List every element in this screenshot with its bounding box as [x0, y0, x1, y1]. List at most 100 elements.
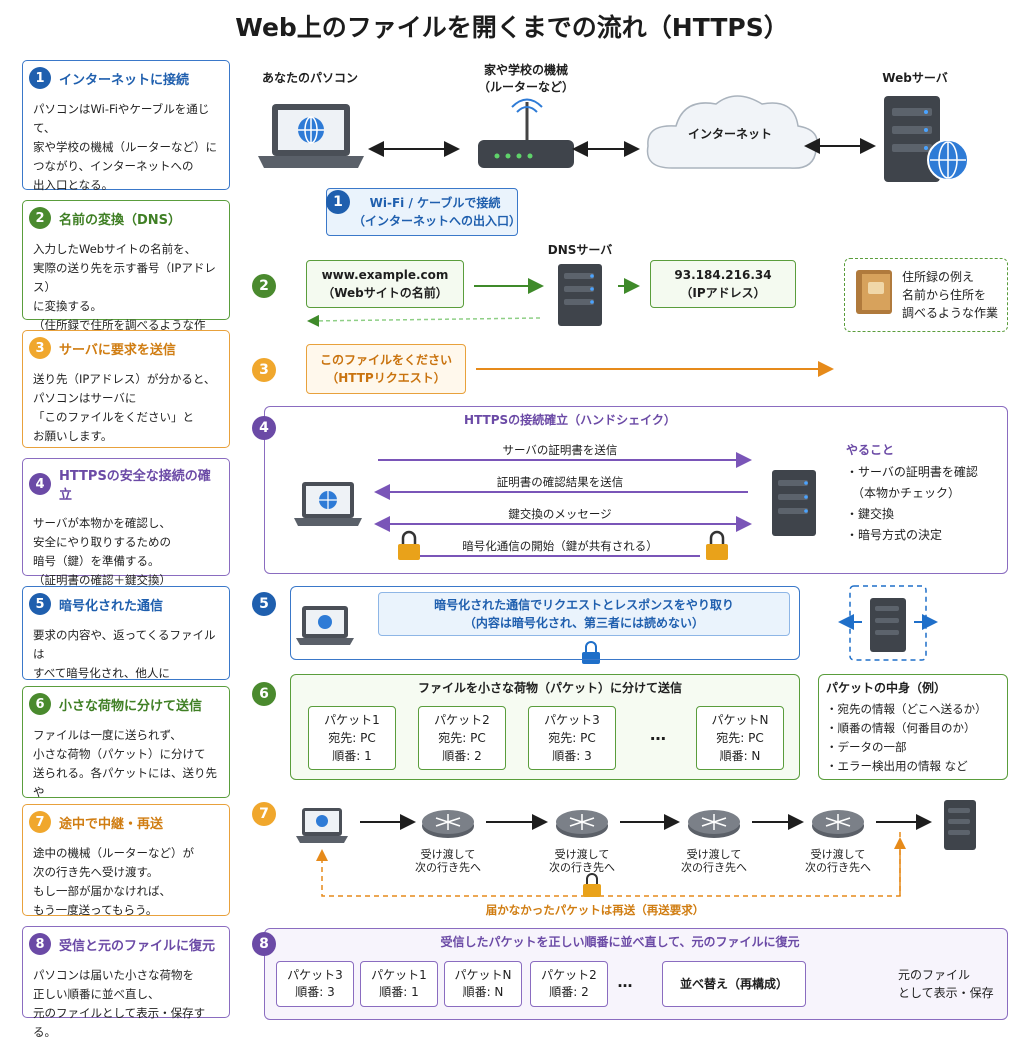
packet-ellipsis: … — [650, 725, 666, 744]
packet-order: 順番: N — [462, 985, 504, 999]
address-book-note-text: 住所録の例え 名前から住所を 調べるような作業 — [902, 270, 999, 320]
step-body: 途中の機械（ルーターなど）が 次の行き先へ受け渡す。 もし一部が届かなければ、 … — [33, 846, 194, 917]
step-number: 4 — [29, 473, 51, 495]
ip-address-box: 93.184.216.34 （IPアドレス） — [650, 260, 796, 308]
handshake-step-3: 鍵交換のメッセージ — [508, 507, 612, 521]
row-number-6: 6 — [252, 682, 276, 706]
encrypted-text-box: 暗号化された通信でリクエストとレスポンスをやり取り （内容は暗号化され、第三者に… — [378, 592, 790, 636]
packet-card: パケット3 宛先: PC 順番: 3 — [528, 706, 616, 770]
step-title: 小さな荷物に分けて送信 — [59, 698, 203, 714]
step-number: 6 — [29, 693, 51, 715]
reorder-box: 並べ替え（再構成） — [662, 961, 806, 1007]
relay-label: 受け渡して 次の行き先へ — [805, 848, 871, 874]
todo-item: ・サーバの証明書を確認 — [846, 465, 978, 479]
handshake-title: HTTPSの接続確立（ハンドシェイク） — [464, 413, 676, 427]
packet-card: パケット3 順番: 3 — [276, 961, 354, 1007]
laptop-icon — [296, 606, 354, 645]
step-number: 7 — [29, 811, 51, 833]
packet-name: パケット2 — [541, 968, 597, 982]
step-number: 5 — [29, 593, 51, 615]
step-number: 2 — [29, 207, 51, 229]
packet-dest: 宛先: PC — [716, 731, 764, 745]
packet-name: パケットN — [454, 968, 512, 982]
packet-name: パケット3 — [544, 713, 600, 727]
site-name-box: www.example.com （Webサイトの名前） — [306, 260, 464, 308]
row-number-8: 8 — [252, 932, 276, 956]
row-number-3: 3 — [252, 358, 276, 382]
encrypted-panel — [290, 586, 800, 660]
packet-contents-item: ・宛先の情報（どこへ送るか） — [826, 702, 987, 716]
web-server-label: Webサーバ — [882, 71, 948, 85]
step-title: サーバに要求を送信 — [59, 342, 176, 358]
http-request-box: このファイルをください （HTTPリクエスト） — [306, 344, 466, 394]
router-node-icon — [812, 810, 864, 838]
web-server-icon — [884, 96, 969, 182]
step-title: HTTPSの安全な接続の確立 — [59, 469, 211, 503]
packet-contents-title: パケットの中身（例） — [826, 681, 947, 695]
relay-label: 受け渡して 次の行き先へ — [415, 848, 481, 874]
step-title: 受信と元のファイルに復元 — [59, 938, 216, 954]
packet-card: パケット2 宛先: PC 順番: 2 — [418, 706, 506, 770]
todo-item: ・暗号方式の決定 — [846, 528, 943, 542]
lock-icon — [582, 641, 600, 664]
step-title: 暗号化された通信 — [59, 598, 164, 614]
packet-dest: 宛先: PC — [328, 731, 376, 745]
packet-card: パケットN 宛先: PC 順番: N — [696, 706, 784, 770]
packet-title: ファイルを小さな荷物（パケット）に分けて送信 — [417, 681, 682, 695]
step-body: サーバが本物かを確認し、 安全にやり取りするための 暗号（鍵）を準備する。 （証… — [33, 516, 171, 587]
step-number: 8 — [29, 933, 51, 955]
packet-contents-item: ・エラー検出用の情報 など — [826, 759, 968, 773]
todo-title: やること — [846, 443, 895, 457]
handshake-panel — [264, 406, 1008, 574]
step-card-4: 4 HTTPSの安全な接続の確立 サーバが本物かを確認し、 安全にやり取りするため… — [22, 458, 230, 587]
step-body: パソコンは届いた小さな荷物を 正しい順番に並べ直し、 元のファイルとして表示・保… — [33, 968, 206, 1039]
cloud-label: インターネット — [687, 127, 772, 141]
lock-icon — [583, 873, 601, 897]
step-card-7: 7 途中で中継・再送 途中の機械（ルーターなど）が 次の行き先へ受け渡す。 もし一… — [22, 804, 230, 917]
laptop-icon — [294, 482, 362, 526]
row-number-2: 2 — [252, 274, 276, 298]
packet-name: パケット1 — [371, 968, 427, 982]
packet-card: パケットN 順番: N — [444, 961, 522, 1007]
packet-contents-item: ・順番の情報（何番目のか） — [826, 721, 976, 735]
step-badge-1-top: 1 — [326, 190, 350, 214]
restore-result-label: 元のファイル として表示・保存 — [898, 968, 994, 1000]
address-book-note — [844, 258, 1008, 332]
pc-label: あなたのパソコン — [261, 71, 358, 85]
handshake-step-2: 証明書の確認結果を送信 — [496, 475, 624, 489]
dns-server-label: DNSサーバ — [547, 243, 613, 257]
address-book-icon — [856, 270, 892, 314]
server-icon — [772, 470, 816, 536]
packet-order: 順番: 3 — [552, 749, 592, 763]
row-number-4: 4 — [252, 416, 276, 440]
step-number: 1 — [29, 67, 51, 89]
handshake-step-1: サーバの証明書を送信 — [502, 443, 618, 457]
step-body: 送り先（IPアドレス）が分かると、 パソコンはサーバに 「このファイルをください… — [33, 372, 216, 443]
step-body: 入力したWebサイトの名前を、 実際の送り先を示す番号（IPアドレス） に変換す… — [33, 242, 216, 351]
lock-icon — [706, 530, 728, 560]
router-node-icon — [556, 810, 608, 838]
packet-name: パケット3 — [287, 968, 343, 982]
server-icon — [870, 598, 906, 652]
packet-card: パケット1 宛先: PC 順番: 1 — [308, 706, 396, 770]
router-node-icon — [422, 810, 474, 838]
packet-name: パケット1 — [324, 713, 380, 727]
router-icon — [478, 98, 574, 168]
todo-item: ・鍵交換 — [846, 507, 895, 521]
packet-name: パケット2 — [434, 713, 490, 727]
resend-label: 届かなかったパケットは再送（再送要求） — [485, 903, 705, 917]
server-icon — [944, 800, 976, 850]
packet-contents-panel — [818, 674, 1008, 780]
packet-order: 順番: N — [719, 749, 761, 763]
row-number-7: 7 — [252, 802, 276, 826]
step-title: 途中で中継・再送 — [59, 816, 164, 832]
handshake-step-4: 暗号化通信の開始（鍵が共有される） — [462, 539, 658, 553]
todo-item: （本物かチェック） — [846, 486, 961, 500]
packet-name: パケットN — [711, 713, 769, 727]
packet-order: 順番: 3 — [295, 985, 335, 999]
packet-card: パケット1 順番: 1 — [360, 961, 438, 1007]
